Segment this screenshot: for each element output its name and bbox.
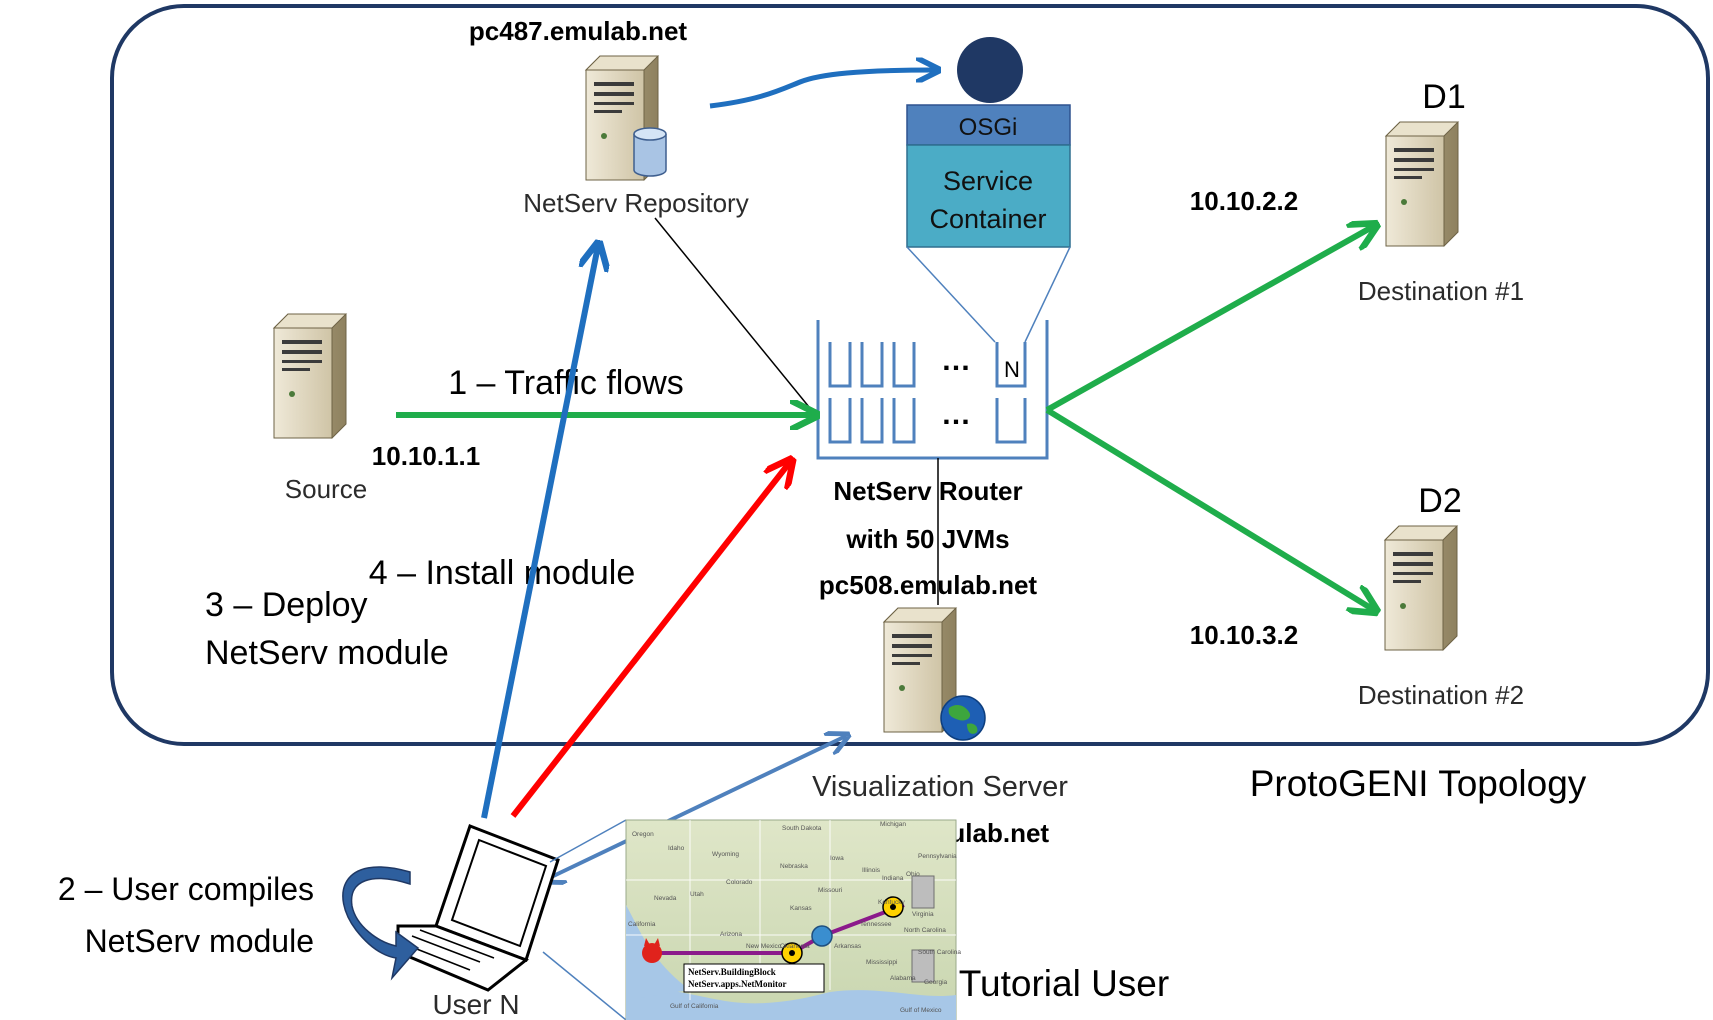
map-place-label: Virginia: [912, 911, 934, 918]
osgi-person-head-icon: [957, 37, 1023, 103]
router-ellipsis-top: …: [941, 344, 971, 377]
map-place-label: Tennessee: [860, 921, 892, 928]
map-place-label: Iowa: [830, 855, 844, 862]
map-legend-line1: NetServ.BuildingBlock: [688, 967, 776, 977]
map-place-label: Georgia: [924, 979, 948, 986]
router-ellipsis-bottom: …: [941, 398, 971, 431]
osgi-header-label: OSGi: [959, 114, 1018, 141]
topology-boundary: [110, 4, 1710, 746]
map-place-label: Nebraska: [780, 863, 808, 870]
map-place-label: Idaho: [668, 845, 685, 852]
map-place-label: Alabama: [890, 975, 916, 982]
map-place-label: Pennsylvania: [918, 853, 957, 860]
map-zoom-line-top: [549, 819, 627, 863]
step3-label-line2: NetServ module: [205, 634, 449, 672]
map-server-icon-2: [911, 949, 935, 983]
repository-router-link: [654, 217, 819, 419]
d1-ip: 10.10.2.2: [1190, 186, 1298, 216]
service-container-line2: Container: [929, 204, 1046, 234]
topology-title: ProtoGENI Topology: [1250, 763, 1587, 804]
source-server-icon: [273, 313, 347, 439]
map-legend-box: [683, 963, 825, 993]
repository-to-osgi-arrow: [709, 70, 936, 109]
map-place-label: Indiana: [882, 875, 904, 882]
repository-hostname: pc487.emulab.net: [469, 16, 688, 46]
tutorial-user-label: Tutorial User: [959, 963, 1169, 1004]
visualization-label: Visualization Server: [812, 771, 1068, 803]
source-ip: 10.10.1.1: [372, 441, 480, 471]
map-place-label: Nevada: [654, 895, 677, 902]
zoom-line-left: [906, 246, 996, 343]
user-label: User N: [432, 989, 519, 1020]
map-place-label: California: [628, 921, 656, 928]
map-place-label: Arkansas: [834, 943, 862, 950]
map-place-label: Kentucky: [878, 899, 905, 906]
d2-label: Destination #2: [1358, 680, 1524, 710]
repository-label: NetServ Repository: [523, 188, 748, 218]
step2-label-line1: 2 – User compiles: [58, 871, 314, 907]
service-container-box: [906, 144, 1071, 248]
router-slot-n: N: [1004, 357, 1020, 382]
map-place-label: Oklahoma: [780, 943, 810, 950]
step3-label-line1: 3 – Deploy: [205, 586, 368, 624]
map-hazard-icon-1: [781, 942, 803, 964]
d1-server-icon: [1385, 121, 1459, 247]
map-place-label: Ohio: [906, 871, 920, 878]
d2-name: D2: [1418, 482, 1461, 520]
map-place-label: New Mexico: [746, 943, 782, 950]
map-place-label: Michigan: [880, 821, 906, 828]
globe-icon: [940, 695, 986, 741]
map-place-label: Oregon: [632, 831, 654, 838]
zoom-line-right: [1024, 246, 1071, 343]
laptop-icon: [396, 824, 560, 992]
map-place-label: Gulf of Mexico: [900, 1007, 942, 1014]
d2-server-icon: [1384, 525, 1458, 651]
map-place-label: Kansas: [790, 905, 812, 912]
map-devil-icon: [642, 938, 662, 963]
traffic-arrow-router-d2: [1045, 407, 1374, 610]
map-legend-line2: NetServ.apps.NetMonitor: [688, 979, 787, 989]
deploy-module-arrow: [481, 246, 598, 819]
router-label-line3: pc508.emulab.net: [819, 570, 1038, 600]
d2-ip: 10.10.3.2: [1190, 620, 1298, 650]
router-label-line1: NetServ Router: [833, 476, 1022, 506]
map-place-label: Mississippi: [866, 959, 897, 966]
traffic-arrow-router-d1: [1045, 226, 1374, 413]
map-place-label: North Carolina: [904, 927, 946, 934]
map-zoom-line-bottom: [542, 951, 627, 1020]
map-path: [652, 903, 905, 955]
d1-name: D1: [1422, 78, 1465, 116]
map-place-label: Missouri: [818, 887, 842, 894]
map-place-label: Gulf of California: [670, 1003, 719, 1010]
map-place-label: South Dakota: [782, 825, 822, 832]
map-server-icon-1: [911, 875, 935, 909]
curved-arrow-icon: [342, 866, 420, 981]
router-label-line2: with 50 JVMs: [845, 524, 1009, 554]
router-queues: [816, 320, 1049, 460]
laptop-visualization-arrow: [545, 736, 846, 880]
map-place-label: South Carolina: [918, 949, 961, 956]
map-place-label: Utah: [690, 891, 704, 898]
map-router-icon: [811, 925, 833, 947]
step2-label-line2: NetServ module: [85, 923, 314, 959]
map-inset: NetServ.BuildingBlock NetServ.apps.NetMo…: [625, 819, 961, 1020]
map-place-label: Wyoming: [712, 851, 739, 858]
map-place-label: Illinois: [862, 867, 881, 874]
map-place-label: Arizona: [720, 931, 742, 938]
map-place-label: Colorado: [726, 879, 753, 886]
install-module-arrow: [510, 462, 790, 818]
d1-label: Destination #1: [1358, 276, 1524, 306]
service-container-line1: Service: [943, 166, 1033, 196]
map-hazard-icon-2: [882, 896, 904, 918]
source-label: Source: [285, 474, 367, 504]
database-icon: [633, 127, 667, 177]
step4-label: 4 – Install module: [369, 554, 636, 592]
